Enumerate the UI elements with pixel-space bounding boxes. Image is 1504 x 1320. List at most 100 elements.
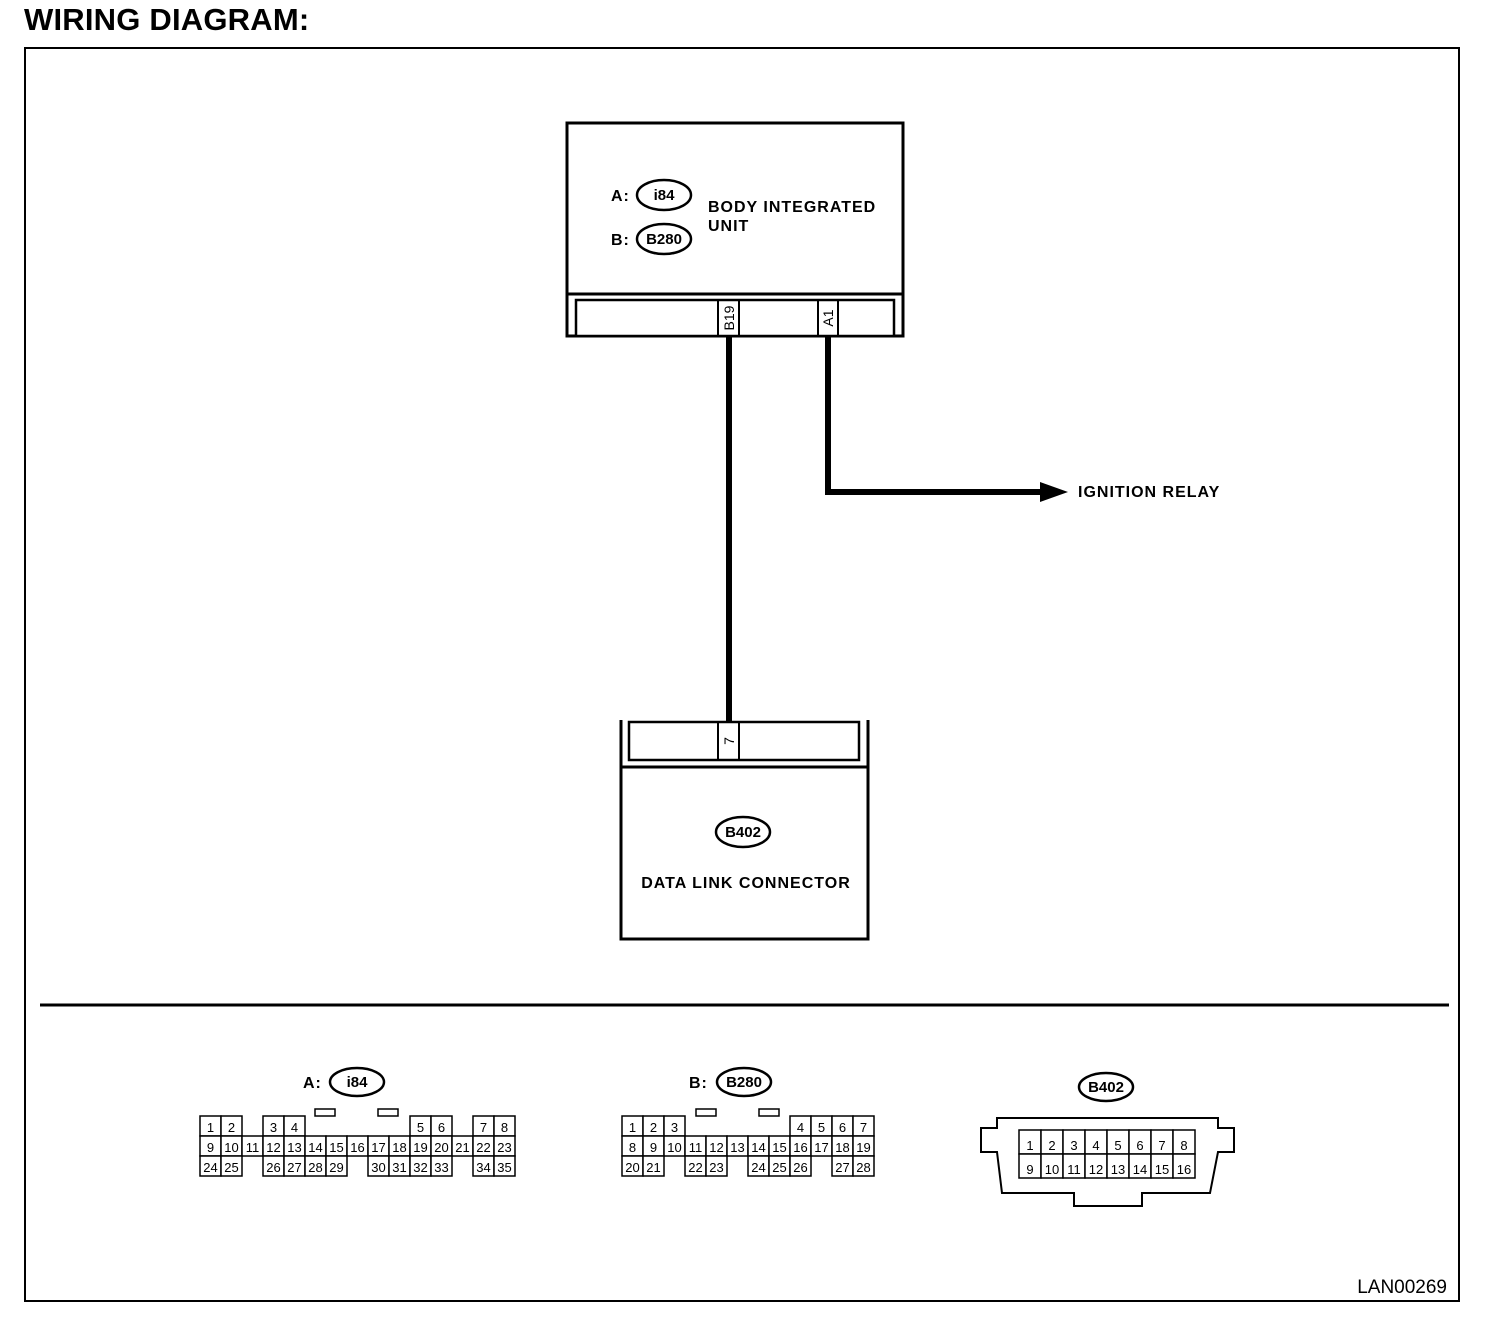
- view-b280-prefix: B:: [689, 1075, 708, 1092]
- pin-label: 2: [228, 1120, 235, 1135]
- pin-cell: [852, 1155, 875, 1177]
- pin-label: 1: [629, 1120, 636, 1135]
- connector-b402-code: B402: [725, 824, 761, 841]
- connector-b-prefix: B:: [611, 232, 630, 249]
- pin-label: 10: [224, 1140, 238, 1155]
- connector-i84-badge: [635, 178, 693, 212]
- view-b280-badge: [715, 1066, 773, 1098]
- pin-label: 12: [709, 1140, 723, 1155]
- pin-label: 11: [689, 1140, 703, 1155]
- pin-cell: [430, 1155, 453, 1177]
- pin-label: 22: [688, 1160, 702, 1175]
- pin-label: 30: [371, 1160, 385, 1175]
- pin-label: 27: [287, 1160, 301, 1175]
- connector-key-tab: [314, 1108, 336, 1117]
- pin-label: 34: [476, 1160, 490, 1175]
- dlc-terminal-strip: [627, 720, 861, 762]
- view-b402-code: B402: [1088, 1079, 1124, 1096]
- pin-cell: [493, 1155, 516, 1177]
- pin-label: 26: [266, 1160, 280, 1175]
- pin-label: 12: [1089, 1162, 1103, 1177]
- pin-label: 8: [501, 1120, 508, 1135]
- pin-label: 23: [709, 1160, 723, 1175]
- connector-b280-badge: [635, 222, 693, 256]
- terminal-b19: B19: [721, 305, 737, 330]
- pin-label: 4: [291, 1120, 298, 1135]
- pin-label: 2: [650, 1120, 657, 1135]
- pin-label: 4: [797, 1120, 804, 1135]
- pin-label: 5: [417, 1120, 424, 1135]
- view-i84-prefix: A:: [303, 1075, 322, 1092]
- connector-b280-code: B280: [646, 231, 682, 248]
- pin-label: 9: [207, 1140, 214, 1155]
- pin-cell: [705, 1155, 728, 1177]
- pin-cell: [1172, 1153, 1196, 1179]
- pin-label: 5: [818, 1120, 825, 1135]
- dlc-box: [619, 765, 870, 941]
- pin-label: 11: [1067, 1162, 1081, 1177]
- pin-label: 16: [793, 1140, 807, 1155]
- connector-key-tab: [377, 1108, 399, 1117]
- pin-label: 14: [751, 1140, 765, 1155]
- view-b402-badge: [1077, 1071, 1135, 1103]
- view-i84-badge: [328, 1066, 386, 1098]
- pin-label: 3: [270, 1120, 277, 1135]
- body-integrated-unit: B19 A1 A: i84 B: B280 BODY INTEGRATED UN…: [565, 121, 905, 338]
- pin-label: 26: [793, 1160, 807, 1175]
- pin-label: 9: [1026, 1162, 1033, 1177]
- pin-label: 3: [1070, 1138, 1077, 1153]
- pin-label: 32: [413, 1160, 427, 1175]
- pin-label: 13: [1111, 1162, 1125, 1177]
- pin-label: 1: [207, 1120, 214, 1135]
- pin-label: 7: [1158, 1138, 1165, 1153]
- pin-label: 13: [287, 1140, 301, 1155]
- dlc-label: DATA LINK CONNECTOR: [641, 875, 851, 892]
- connector-key-tab: [695, 1108, 717, 1117]
- connector-key-tab: [758, 1108, 780, 1117]
- body-unit-terminal-strip: [574, 298, 896, 338]
- pin-label: 20: [625, 1160, 639, 1175]
- view-i84-code: i84: [347, 1074, 369, 1091]
- pin-label: 25: [224, 1160, 238, 1175]
- pin-label: 10: [1045, 1162, 1059, 1177]
- pin-cell: [325, 1155, 348, 1177]
- connector-b402-badge: [714, 815, 772, 849]
- diagram-frame: [24, 47, 1460, 1302]
- pin-label: 9: [650, 1140, 657, 1155]
- pin-label: 15: [1155, 1162, 1169, 1177]
- pin-label: 7: [860, 1120, 867, 1135]
- pin-label: 12: [266, 1140, 280, 1155]
- pin-label: 2: [1048, 1138, 1055, 1153]
- pin-label: 18: [392, 1140, 406, 1155]
- pin-label: 28: [856, 1160, 870, 1175]
- pin-label: 35: [497, 1160, 511, 1175]
- pin-label: 19: [856, 1140, 870, 1155]
- pin-label: 10: [667, 1140, 681, 1155]
- pin-label: 24: [203, 1160, 217, 1175]
- pin-cell: [642, 1155, 665, 1177]
- pin-label: 25: [772, 1160, 786, 1175]
- terminal-7: 7: [721, 737, 737, 745]
- pin-label: 21: [646, 1160, 660, 1175]
- page-title: WIRING DIAGRAM:: [24, 2, 310, 37]
- pin-label: 16: [1177, 1162, 1191, 1177]
- pin-label: 1: [1026, 1138, 1033, 1153]
- pin-label: 18: [835, 1140, 849, 1155]
- arrow-icon: [1040, 482, 1068, 502]
- pin-label: 19: [413, 1140, 427, 1155]
- pin-cell: [789, 1155, 812, 1177]
- pin-label: 23: [497, 1140, 511, 1155]
- terminal-a1: A1: [820, 309, 836, 326]
- pin-label: 33: [434, 1160, 448, 1175]
- pin-label: 27: [835, 1160, 849, 1175]
- wire-a1-to-ignition-relay: [825, 336, 1042, 495]
- pin-label: 29: [329, 1160, 343, 1175]
- pin-label: 14: [1133, 1162, 1147, 1177]
- pin-label: 3: [671, 1120, 678, 1135]
- pin-label: 6: [438, 1120, 445, 1135]
- pin-label: 6: [1136, 1138, 1143, 1153]
